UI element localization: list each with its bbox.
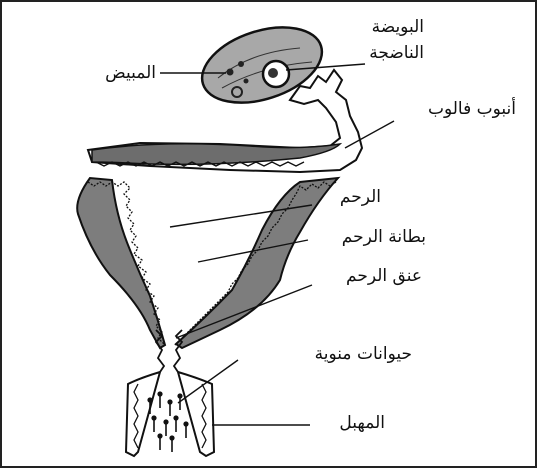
label-ovary: المبيض <box>105 62 156 84</box>
label-uterus: الرحم <box>340 186 381 208</box>
label-sperm: حيوانات منوية <box>315 343 412 365</box>
label-mature-egg-line2: الناضجة <box>369 42 424 64</box>
label-endometrium: بطانة الرحم <box>342 226 426 248</box>
label-fallopian-tube: أنبوب فالوب <box>428 98 516 120</box>
uterus-left-wall <box>77 178 165 348</box>
sperm-cells <box>148 392 188 452</box>
label-mature-egg-line1: البويضة <box>372 16 424 38</box>
label-vagina: المهبل <box>339 412 385 434</box>
label-cervix: عنق الرحم <box>346 265 422 287</box>
uterus-right-wall <box>176 178 338 348</box>
mature-egg <box>263 61 289 87</box>
